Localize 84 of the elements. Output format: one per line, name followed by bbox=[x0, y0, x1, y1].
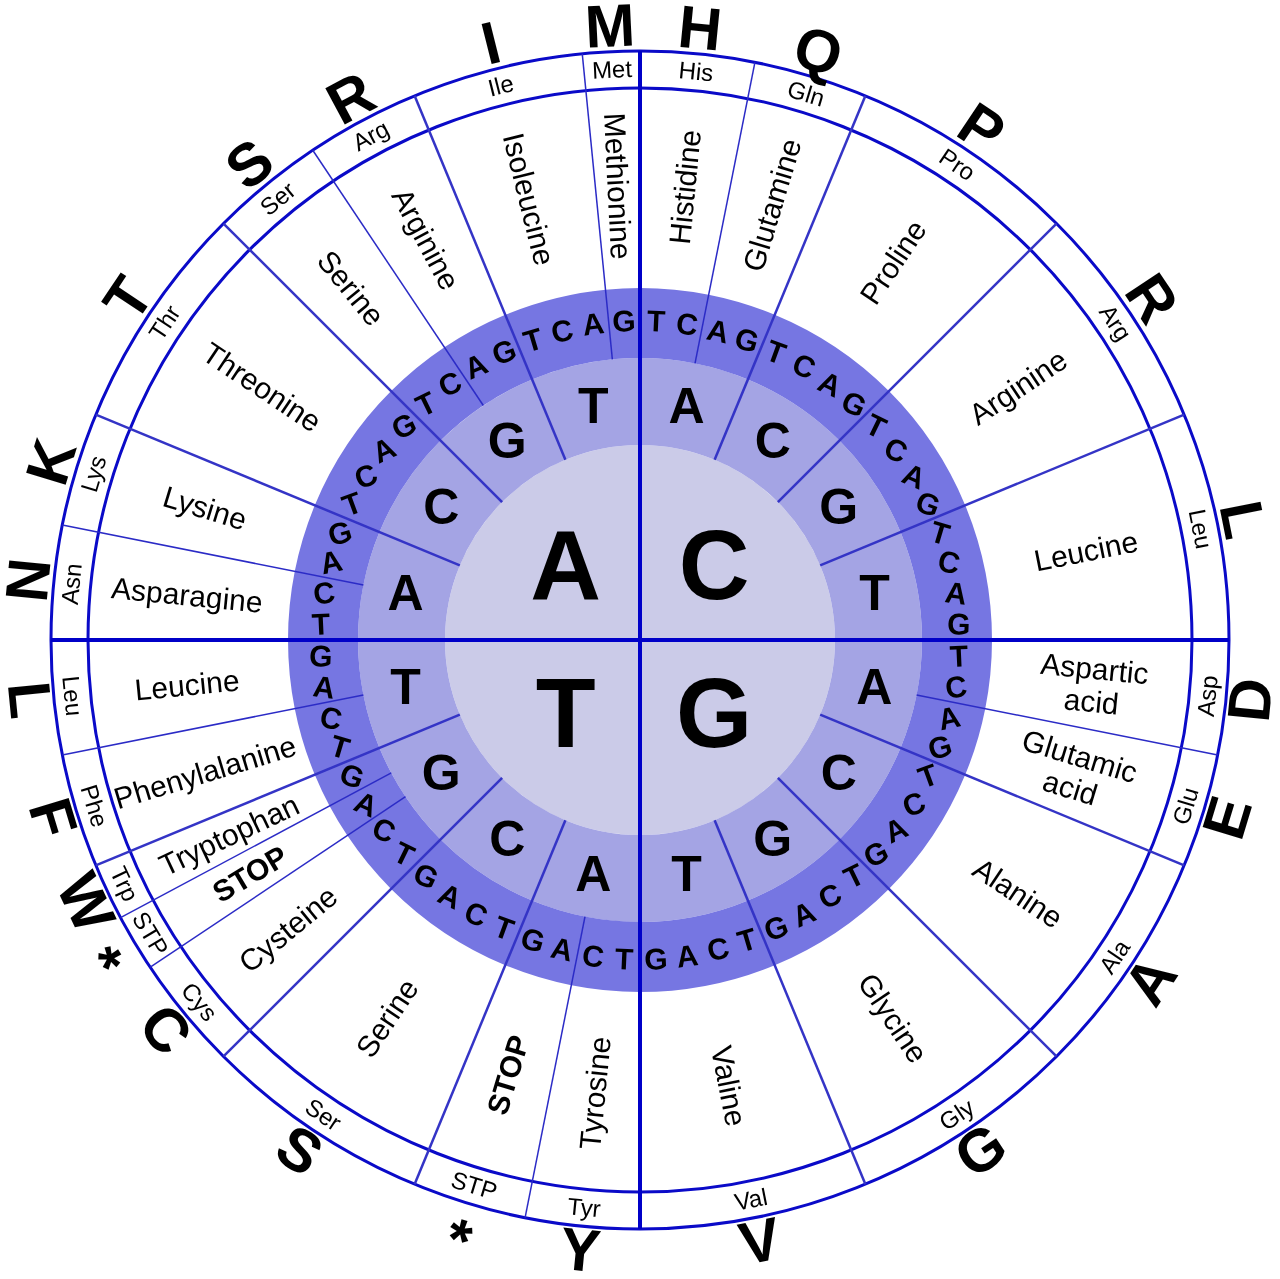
amino-acid-abbreviation: Ile bbox=[485, 70, 517, 102]
base-letter: G bbox=[753, 811, 793, 867]
base-ring-segment bbox=[358, 640, 460, 748]
base-letter: T bbox=[578, 378, 609, 434]
base-letter: C bbox=[678, 511, 750, 620]
amino-acid-name: STOP bbox=[480, 1031, 536, 1119]
codon-letter: T bbox=[645, 304, 666, 339]
one-letter-code: V bbox=[735, 1215, 784, 1270]
amino-acid-name: Histidine bbox=[662, 128, 707, 247]
codon-letter: G bbox=[836, 383, 872, 424]
amino-acid-name: Methionine bbox=[597, 111, 638, 260]
amino-acid-abbreviation: Leu bbox=[56, 674, 87, 718]
codon-letter: A bbox=[548, 931, 577, 968]
codon-letter: C bbox=[580, 937, 607, 974]
base-letter: C bbox=[820, 745, 857, 801]
one-letter-code: L bbox=[1215, 497, 1269, 543]
one-letter-code: D bbox=[1225, 676, 1277, 725]
base-letter: G bbox=[421, 745, 461, 801]
amino-acid-abbreviation: STP bbox=[126, 906, 174, 961]
codon-letter: T bbox=[519, 321, 546, 359]
base-letter: A bbox=[575, 846, 612, 902]
base-letter: A bbox=[387, 565, 424, 621]
base-letter: C bbox=[754, 413, 791, 469]
amino-acid-abbreviation: Asp bbox=[1193, 674, 1224, 718]
amino-acid-name: Leucine bbox=[133, 663, 242, 707]
base-ring-segment bbox=[640, 820, 748, 922]
amino-acid-name: Valine bbox=[704, 1043, 753, 1130]
one-letter-code: * bbox=[439, 1215, 476, 1267]
base-letter: G bbox=[487, 413, 527, 469]
codon-letter: T bbox=[734, 921, 761, 959]
one-letter-code: * bbox=[75, 940, 128, 985]
codon-band-segment bbox=[605, 288, 640, 360]
base-letter: C bbox=[489, 811, 526, 867]
codon-letter: A bbox=[580, 306, 607, 343]
codon-letter: G bbox=[643, 941, 669, 976]
amino-acid-abbreviation: Val bbox=[732, 1183, 771, 1217]
one-letter-code: E bbox=[1199, 792, 1256, 845]
one-letter-code: Y bbox=[557, 1225, 603, 1277]
base-ring-segment bbox=[820, 532, 922, 640]
base-letter: T bbox=[390, 659, 421, 715]
one-letter-code: I bbox=[477, 19, 505, 70]
base-letter: C bbox=[423, 479, 460, 535]
amino-acid-abbreviation: Tyr bbox=[566, 1193, 602, 1223]
one-letter-code: M bbox=[583, 2, 636, 52]
base-letter: A bbox=[668, 378, 705, 434]
codon-band-segment bbox=[288, 640, 364, 709]
codon-letter: G bbox=[611, 304, 637, 339]
base-letter: G bbox=[676, 660, 753, 769]
codon-band-segment bbox=[916, 640, 992, 709]
amino-acid-abbreviation: Pro bbox=[934, 143, 981, 187]
amino-acid-abbreviation: STP bbox=[448, 1167, 501, 1206]
codon-letter: C bbox=[703, 931, 732, 968]
amino-acid-name: Leucine bbox=[1031, 524, 1141, 578]
base-letter: T bbox=[535, 660, 596, 769]
base-letter: G bbox=[819, 479, 859, 535]
amino-acid-name: Glutamic acid bbox=[1017, 722, 1143, 814]
one-letter-code: N bbox=[3, 555, 55, 604]
base-letter: T bbox=[859, 565, 890, 621]
base-letter: T bbox=[671, 846, 702, 902]
one-letter-code: H bbox=[676, 3, 725, 55]
codon-letter: A bbox=[673, 937, 700, 974]
base-ring-segment bbox=[532, 358, 640, 460]
one-letter-code: F bbox=[24, 793, 81, 843]
base-letter: A bbox=[856, 659, 893, 715]
codon-letter: G bbox=[731, 320, 764, 359]
amino-acid-name: Asparagine bbox=[110, 571, 265, 620]
codon-letter: A bbox=[703, 312, 732, 349]
amino-acid-abbreviation: His bbox=[677, 56, 715, 87]
amino-acid-name: Tyrosine bbox=[573, 1034, 618, 1151]
one-letter-code: L bbox=[3, 679, 55, 721]
codon-letter: C bbox=[433, 364, 467, 404]
amino-acid-abbreviation: Met bbox=[591, 55, 633, 84]
codon-letter: C bbox=[879, 430, 913, 470]
base-letter: A bbox=[530, 511, 602, 620]
codon-letter: C bbox=[673, 306, 700, 343]
codon-letter: T bbox=[614, 941, 635, 976]
amino-acid-name: Aspartic acid bbox=[1037, 645, 1151, 723]
codon-letter: C bbox=[897, 784, 930, 824]
amino-acid-name: Lysine bbox=[158, 479, 251, 537]
amino-acid-abbreviation: Leu bbox=[1183, 506, 1217, 551]
codon-letter: C bbox=[548, 312, 577, 349]
amino-acid-abbreviation: Asn bbox=[56, 562, 87, 606]
amino-acid-name: Isoleucine bbox=[497, 129, 562, 269]
codon-letter: G bbox=[516, 921, 549, 960]
